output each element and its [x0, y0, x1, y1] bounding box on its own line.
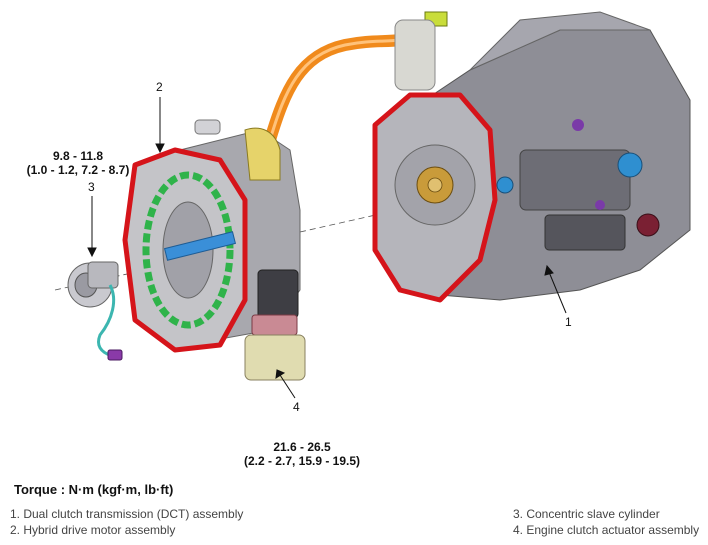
engine-clutch-actuator	[244, 269, 306, 381]
parts-legend-left: 1. Dual clutch transmission (DCT) assemb…	[10, 506, 243, 538]
torque-converted-slave-cylinder: (1.0 - 1.2, 7.2 - 8.7)	[26, 163, 130, 177]
torque-spec-slave-cylinder: 9.8 - 11.8 (1.0 - 1.2, 7.2 - 8.7)	[14, 149, 142, 177]
callout-4: 4	[293, 400, 300, 414]
motor-shaft	[163, 231, 237, 261]
legend-item-3: 3. Concentric slave cylinder	[513, 507, 660, 521]
callout-3: 3	[88, 180, 95, 194]
legend-item-4: 4. Engine clutch actuator assembly	[513, 523, 700, 537]
torque-unit-label: Torque : N·m (kgf·m, lb·ft)	[14, 482, 174, 497]
torque-range-slave-cylinder: 9.8 - 11.8	[52, 149, 104, 163]
leader-lines	[87, 97, 567, 399]
torque-range-actuator: 21.6 - 26.5	[273, 440, 331, 454]
callout-1: 1	[565, 315, 572, 329]
parts-legend-right: 3. Concentric slave cylinder 4. Engine c…	[513, 506, 699, 538]
motor-stator-winding	[142, 171, 234, 329]
dct-assembly	[372, 11, 691, 303]
torque-converted-actuator: (2.2 - 2.7, 15.9 - 19.5)	[243, 454, 361, 468]
torque-spec-actuator: 21.6 - 26.5 (2.2 - 2.7, 15.9 - 19.5)	[232, 440, 372, 468]
hv-cable-highlight	[268, 38, 402, 142]
legend-item-1: 1. Dual clutch transmission (DCT) assemb…	[10, 507, 244, 521]
legend-item-2: 2. Hybrid drive motor assembly	[10, 523, 176, 537]
concentric-slave-cylinder	[67, 261, 123, 361]
callout-2: 2	[156, 80, 163, 94]
